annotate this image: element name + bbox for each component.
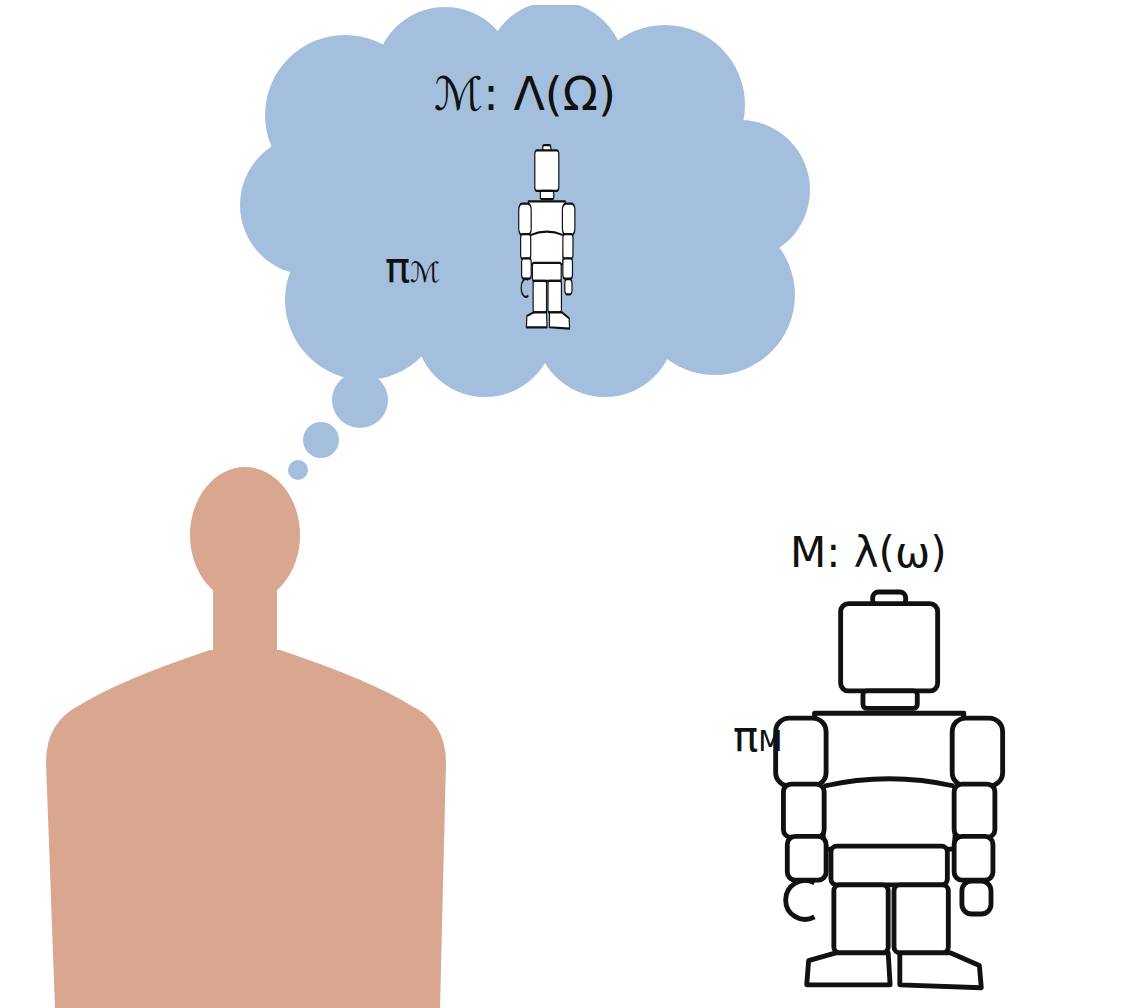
policy-symbol: πM [733, 712, 823, 761]
model-formula-span: ℳ: Λ(Ω) [434, 67, 616, 121]
policy-symbol-span: πℳ [385, 243, 440, 292]
model-formula: ℳ: Λ(Ω) [235, 67, 815, 121]
policy-symbol: πℳ [385, 243, 505, 292]
thought-cloud-node: ℳ: Λ(Ω) πℳ [235, 5, 815, 400]
policy-symbol-span: πM [733, 712, 782, 761]
thought-cloud [235, 5, 815, 400]
thought-bubbles [288, 372, 388, 480]
person-silhouette [46, 467, 446, 1008]
model-formula: M: λ(ω) [790, 528, 990, 577]
robot-drawing [519, 145, 575, 329]
model-formula-span: M: λ(ω) [790, 528, 947, 577]
robot-drawing [776, 592, 1003, 988]
